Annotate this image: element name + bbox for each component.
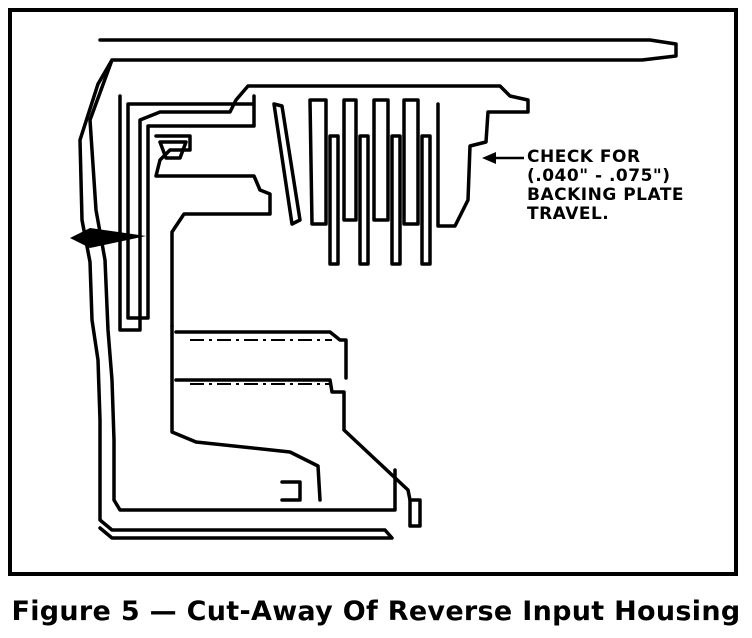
piston <box>154 134 272 328</box>
housing-outer-shell <box>78 38 678 540</box>
backing-plate-callout: CHECK FOR (.040" - .075") BACKING PLATE … <box>527 148 727 224</box>
callout-line-2: (.040" - .075") <box>527 166 671 186</box>
friction-disc-2 <box>358 134 370 266</box>
callout-line-4: TRAVEL. <box>527 204 610 224</box>
housing-inner-shell <box>88 58 397 512</box>
piston-seal <box>158 140 188 160</box>
clutch-plate-2 <box>308 98 328 226</box>
hub-body <box>170 324 322 502</box>
hub-lower <box>174 378 412 502</box>
friction-disc-1 <box>328 134 340 266</box>
retainer <box>408 498 422 528</box>
hub-upper <box>174 330 348 380</box>
clutch-plate-1 <box>272 102 302 226</box>
drum-top <box>118 84 530 332</box>
figure-caption: Figure 5 — Cut-Away Of Reverse Input Hou… <box>11 596 741 627</box>
callout-line-1: CHECK FOR <box>527 147 641 167</box>
callout-line-3: BACKING PLATE <box>527 185 685 205</box>
clutch-plate-5 <box>402 98 420 226</box>
clutch-plate-3 <box>342 98 358 222</box>
friction-disc-3 <box>390 134 402 266</box>
drum-inner-wall <box>126 94 256 320</box>
clutch-plate-4 <box>372 98 390 222</box>
callout-arrowhead <box>482 152 496 164</box>
friction-disc-4 <box>420 134 432 266</box>
snap-ring <box>280 480 302 502</box>
wedge-pointer <box>70 228 146 248</box>
